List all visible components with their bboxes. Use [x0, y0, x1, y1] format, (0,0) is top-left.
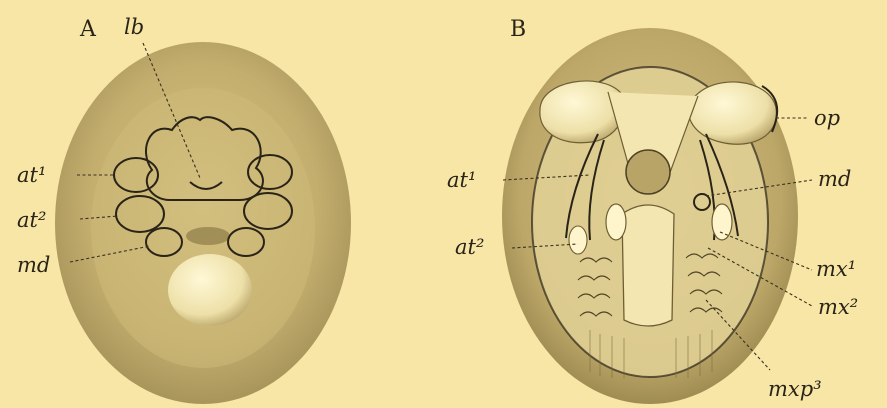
label-at1-b: at¹: [447, 168, 476, 192]
labrum-b: [626, 150, 670, 194]
eye-lobe-left: [540, 81, 625, 143]
label-op: op: [814, 106, 840, 130]
maxilla-right-b: [712, 204, 732, 240]
panel-a: A lb at¹ at² md: [17, 15, 351, 404]
panel-b-letter: B: [510, 17, 526, 42]
label-at1-a: at¹: [17, 163, 46, 187]
label-md-b: md: [818, 167, 851, 191]
abdomen-a: [168, 254, 252, 326]
label-mx1: mx¹: [816, 257, 856, 281]
label-at2-a: at²: [17, 208, 46, 232]
label-mxp3: mxp³: [768, 377, 822, 401]
label-mx2: mx²: [818, 295, 858, 319]
panel-b: B: [447, 17, 858, 404]
label-at2-b: at²: [455, 235, 484, 259]
panel-a-letter: A: [79, 17, 97, 42]
antenna-2-left-b: [569, 226, 587, 254]
label-lb: lb: [124, 15, 144, 39]
mouth-shadow: [186, 227, 230, 245]
label-md-a: md: [17, 253, 50, 277]
abdomen-b: [622, 205, 674, 326]
mandible-left-b: [606, 204, 626, 240]
